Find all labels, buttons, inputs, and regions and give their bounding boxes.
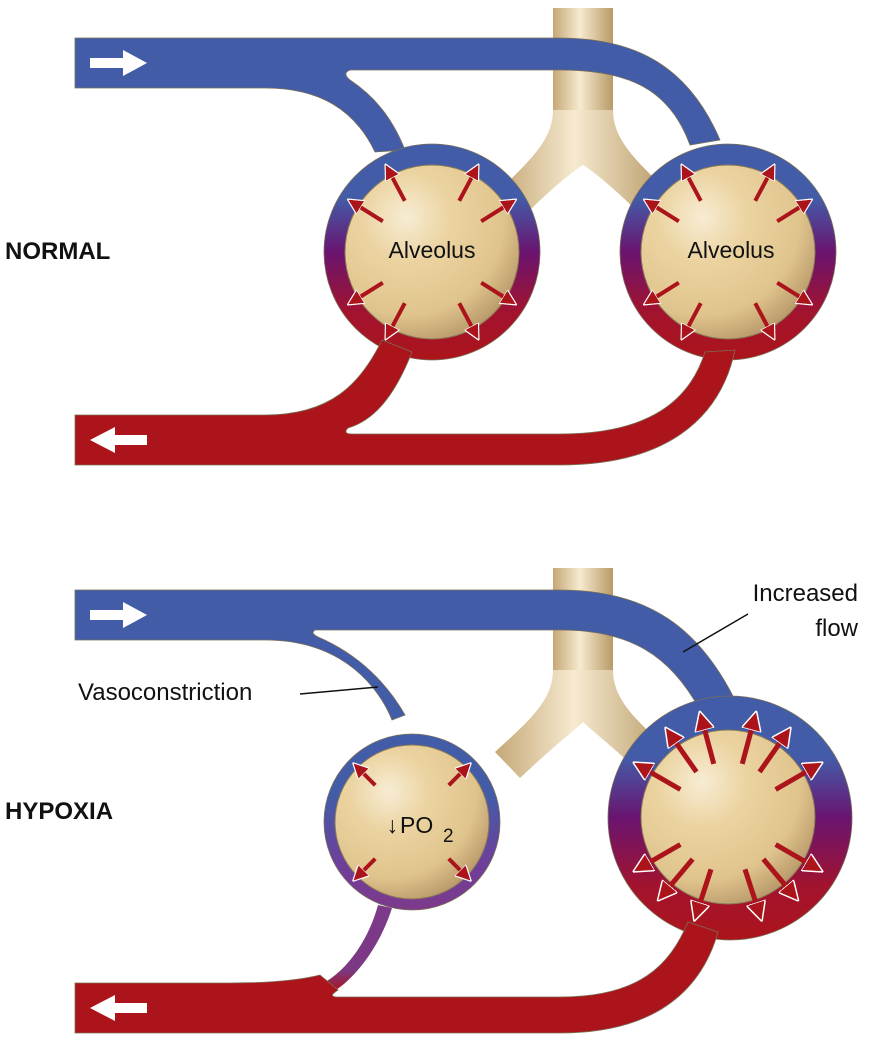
diffusion-arrow-icon — [354, 281, 384, 301]
diffusion-arrow-icon — [389, 171, 407, 202]
decrease-arrow-icon: ↓ — [387, 812, 399, 838]
diffusion-arrow-icon — [761, 857, 792, 893]
increased-flow-label-line2: flow — [815, 615, 858, 642]
arrow-left-icon — [90, 995, 147, 1021]
diffusion-arrow-icon — [457, 302, 475, 333]
normal-label: NORMAL — [5, 238, 110, 265]
vasoconstriction-label: Vasoconstriction — [78, 679, 252, 706]
diffusion-arrow-icon — [671, 735, 699, 774]
diffusion-arrow-icon — [702, 720, 717, 765]
diffusion-arrow-icon — [480, 203, 510, 223]
diffusion-arrow-icon — [753, 171, 771, 202]
diffusion-arrow-icon — [776, 203, 806, 223]
po2-decreased-label: ↓ PO 2 — [387, 812, 454, 847]
diffusion-arrow-icon — [742, 868, 759, 912]
arrow-left-icon — [90, 427, 147, 453]
diffusion-arrow-icon — [685, 171, 703, 202]
diffusion-arrow-icon — [664, 857, 695, 893]
diffusion-arrow-icon — [774, 842, 815, 868]
increased-flow-leader — [682, 613, 749, 653]
po2-text: PO — [400, 812, 433, 838]
diffusion-arrow-icon — [358, 768, 377, 787]
diffusion-arrow-icon — [358, 857, 377, 876]
hypoxia-label: HYPOXIA — [5, 798, 113, 825]
diffusion-arrow-icon — [457, 171, 475, 202]
diffusion-arrow-icon — [697, 868, 714, 912]
diffusion-arrow-icon — [776, 281, 806, 301]
hypoxia-panel: HYPOXIA ↓ PO 2 Vasoconstriction Increase… — [5, 568, 859, 1034]
increased-flow-label-line1: Increased — [753, 580, 858, 607]
arrow-right-icon — [90, 602, 147, 628]
diffusion-arrows-left — [354, 171, 510, 333]
diffusion-arrow-icon — [757, 735, 786, 774]
diffusion-arrow-icon — [685, 302, 703, 333]
diffusion-arrow-icon — [447, 768, 466, 787]
arrow-right-icon — [90, 50, 147, 76]
diffusion-arrow-icon — [641, 842, 682, 868]
diffusion-arrows-right — [650, 171, 806, 333]
diffusion-arrow-icon — [389, 302, 407, 333]
alveolus-label-left: Alveolus — [389, 237, 476, 263]
diffusion-arrow-icon — [447, 857, 466, 876]
diffusion-arrow-icon — [480, 281, 510, 301]
diffusion-arrow-icon — [650, 281, 680, 301]
pulmonary-artery — [74, 37, 721, 153]
diffusion-arrow-icon — [650, 203, 680, 223]
diffusion-arrow-icon — [641, 767, 682, 792]
alveolus-label-right: Alveolus — [688, 237, 775, 263]
diffusion-arrow-icon — [739, 720, 754, 765]
alveolus-right — [640, 164, 816, 340]
pulmonary-vein — [74, 339, 736, 466]
diffusion-arrows-increased — [641, 720, 814, 912]
diffusion-arrow-icon — [753, 302, 771, 333]
constricted-venule — [320, 905, 392, 992]
normal-panel: NORMAL Alveolus Alveolus — [5, 8, 837, 466]
diffusion-arrow-icon — [354, 203, 384, 223]
alveolus-left — [344, 164, 520, 340]
pulmonary-vein-hypoxia — [74, 921, 719, 1034]
diffusion-arrows-hypoxic — [358, 768, 465, 875]
alveolus-right-hypoxia — [640, 729, 816, 905]
po2-subscript: 2 — [443, 826, 454, 847]
diffusion-arrow-icon — [774, 767, 815, 792]
pulmonary-artery-hypoxia — [74, 589, 736, 721]
vasoconstriction-leader — [299, 686, 379, 695]
